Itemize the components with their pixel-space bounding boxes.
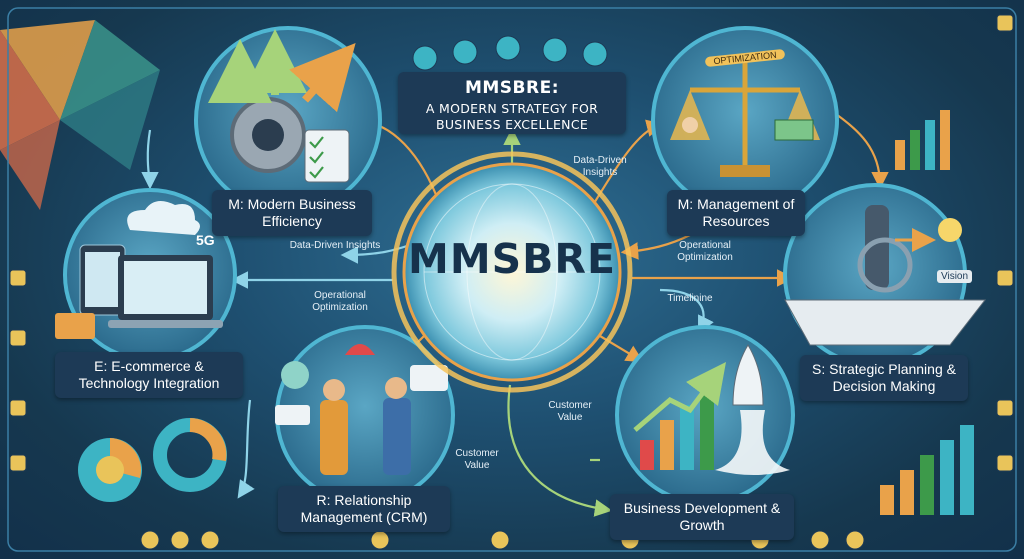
title-line-1: MMSBRE: xyxy=(464,78,560,98)
frame-border xyxy=(7,7,1017,552)
pillar-label-ecommerce: E: E-commerce & Technology Integration xyxy=(55,352,243,398)
pillar-circle-ecommerce xyxy=(55,188,237,362)
pillar-circle-efficiency xyxy=(194,26,382,214)
flow-label-timeline: Timelinine xyxy=(667,293,713,304)
icon-column-left xyxy=(9,269,27,472)
pillar-label-strategy: S: Strategic Planning & Decision Making xyxy=(800,355,968,401)
icon-row-bottom xyxy=(140,530,865,550)
diagram-title: MMSBRE: A MODERN STRATEGY FOR BUSINESS E… xyxy=(398,72,626,134)
decor-charts xyxy=(78,110,974,515)
hub-label: MMSBRE xyxy=(408,235,616,283)
flow-label-data-driven-left: Data-Driven Insights xyxy=(289,240,381,251)
vision-tag: Vision xyxy=(937,270,973,283)
hub xyxy=(391,151,633,393)
flow-label-data-driven-top: Data-Driven Insights xyxy=(573,155,627,178)
icon-row-top xyxy=(412,35,608,71)
pillar-circle-growth xyxy=(615,325,795,505)
flow-label-operational-right: Operational Optimization xyxy=(677,240,733,263)
icon-column-right xyxy=(996,14,1014,472)
pillar-circle-relationship xyxy=(275,325,455,505)
decorative-polygons xyxy=(0,20,160,210)
network-badge: 5G xyxy=(196,232,215,248)
flow-label-customer-value-center: Customer Value xyxy=(548,400,592,423)
pillar-label-efficiency: M: Modern Business Efficiency xyxy=(212,190,372,236)
pillar-label-relationship: R: Relationship Management (CRM) xyxy=(278,486,450,532)
title-line-2: A MODERN STRATEGY FOR BUSINESS EXCELLENC… xyxy=(425,101,599,132)
pillar-label-resources: M: Management of Resources xyxy=(667,190,805,236)
flow-label-operational-left: Operational Optimization xyxy=(312,290,368,313)
flow-label-customer-value-bottom: Customer Value xyxy=(455,448,499,471)
pillar-label-growth: Business Development & Growth xyxy=(610,494,794,540)
